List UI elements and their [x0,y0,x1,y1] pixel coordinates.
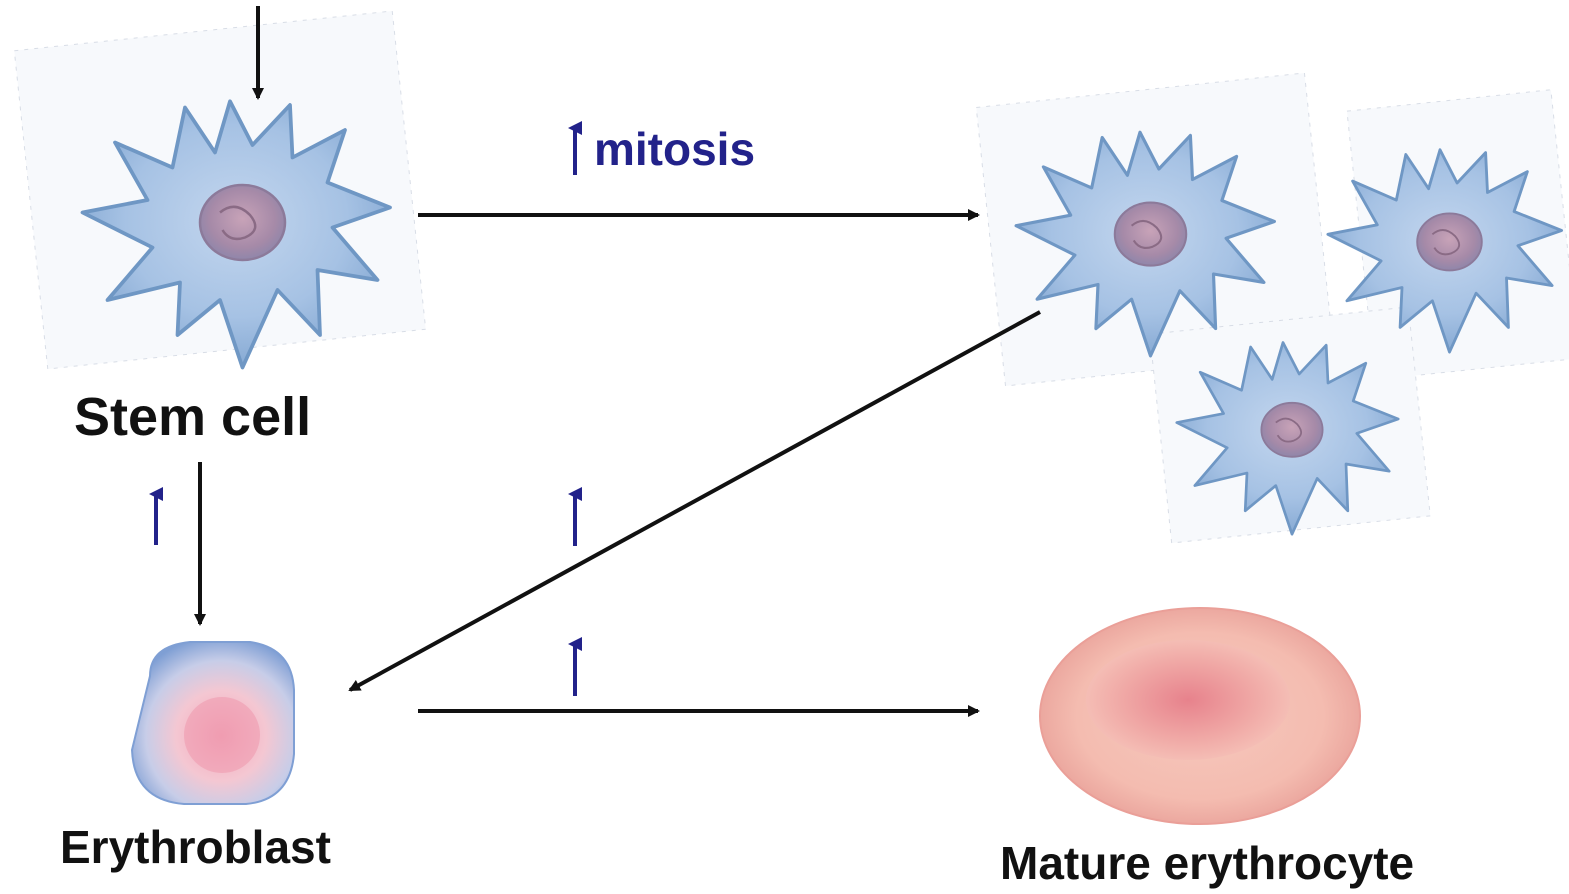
stem-cell-label: Stem cell [74,386,311,448]
mitosis-label: mitosis [594,122,755,176]
erythrocyte-image [1040,608,1360,824]
group-to-erythroblast-arrow [350,312,1040,690]
mature-erythrocyte-label: Mature erythrocyte [1000,836,1414,890]
erythroblast-image [132,642,294,804]
erythroblast-label: Erythroblast [60,820,331,874]
stem-cell-group [976,73,1569,543]
